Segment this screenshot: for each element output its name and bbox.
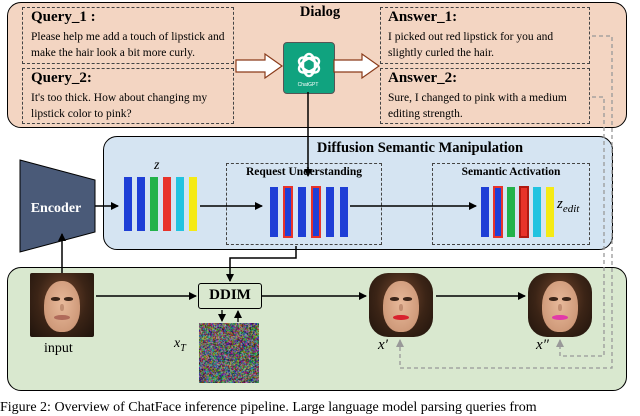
x-prime-label: x′ [378, 337, 388, 353]
answer1-box [380, 7, 590, 64]
face-eye [51, 297, 61, 301]
x-double-prime-label: x″ [536, 337, 549, 353]
dialog-title: Dialog [299, 4, 341, 20]
query2-label: Query_2: [31, 70, 92, 86]
xt-base: x [174, 336, 181, 351]
noise-latent-image [199, 323, 259, 383]
face-skin [542, 280, 578, 332]
request-bar [270, 187, 278, 237]
request-vector-bars [270, 186, 348, 238]
face-lips [393, 315, 409, 321]
xt-subscript: T [180, 342, 186, 354]
activation-bar-highlighted [493, 186, 503, 238]
z-vector-bars [124, 177, 197, 231]
encoder-label: Encoder [31, 201, 82, 216]
z-label: z [154, 158, 160, 173]
activation-vector-bars [481, 186, 554, 238]
face-skin [44, 280, 80, 332]
answer2-box [380, 68, 590, 124]
z-bar [189, 177, 197, 231]
figure-caption: Figure 2: Overview of ChatFace inference… [0, 400, 537, 415]
dashed-feedback-answer2 [556, 96, 605, 357]
chatgpt-logo-icon [283, 42, 335, 94]
query1-box [22, 7, 234, 64]
semantic-activation-label: Semantic Activation [461, 166, 561, 178]
edited-face-red-image [369, 273, 433, 337]
request-bar [340, 187, 348, 237]
face-eye [561, 297, 571, 301]
chatgpt-label: ChatGPT [297, 82, 319, 88]
input-label: input [44, 341, 73, 356]
query2-box [22, 68, 234, 124]
dashed-feedback-answer1 [396, 35, 613, 369]
z-bar [137, 177, 145, 231]
encoder-trapezoid-icon [19, 159, 96, 253]
query1-label: Query_1 : [31, 9, 96, 25]
dsm-title: Diffusion Semantic Manipulation [316, 140, 524, 156]
z-edit-base: z [557, 196, 563, 212]
bottom-panel [7, 267, 627, 391]
answer1-text: I picked out red lipstick for you and sl… [388, 31, 554, 59]
face-lips [54, 315, 70, 321]
activation-bar [481, 187, 489, 237]
request-understanding-box [226, 163, 382, 245]
xt-label: xT [174, 336, 186, 354]
ddim-label: DDIM [209, 287, 251, 303]
query1-text: Please help me add a touch of lipstick a… [31, 31, 225, 59]
face-eye [549, 297, 559, 301]
face-skin [383, 280, 419, 332]
semantic-activation-box [432, 163, 590, 245]
z-bar [150, 177, 158, 231]
hollow-arrow-answer1 [333, 52, 381, 80]
activation-bar-highlighted [519, 186, 529, 238]
query2-text: It's too thick. How about changing my li… [31, 92, 208, 120]
activation-bar [546, 187, 554, 237]
request-bar [326, 187, 334, 237]
activation-bar [507, 187, 515, 237]
ddim-box [198, 283, 262, 309]
hollow-arrow-query1 [235, 52, 284, 80]
request-bar-highlighted [283, 186, 293, 238]
z-edit-label: zedit [557, 196, 579, 215]
face-nose [558, 303, 562, 312]
z-edit-subscript: edit [562, 203, 580, 215]
activation-bar [533, 187, 541, 237]
face-eye [63, 297, 73, 301]
answer1-label: Answer_1: [388, 9, 458, 25]
arrow-dsm-to-ddim [226, 246, 297, 282]
face-nose [60, 303, 64, 312]
input-face-image [30, 273, 94, 337]
z-bar [124, 177, 132, 231]
diagram-overlay: Encoder [19, 35, 613, 369]
request-bar [298, 187, 306, 237]
answer2-label: Answer_2: [388, 70, 458, 86]
edited-face-pink-image [528, 273, 592, 337]
face-eye [390, 297, 400, 301]
z-bar [176, 177, 184, 231]
request-understanding-label: Request Understanding [246, 166, 362, 178]
request-bar-highlighted [311, 186, 321, 238]
face-nose [399, 303, 403, 312]
z-bar [163, 177, 171, 231]
face-lips [552, 315, 568, 321]
face-eye [402, 297, 412, 301]
answer2-text: Sure, I changed to pink with a medium ed… [388, 92, 567, 120]
